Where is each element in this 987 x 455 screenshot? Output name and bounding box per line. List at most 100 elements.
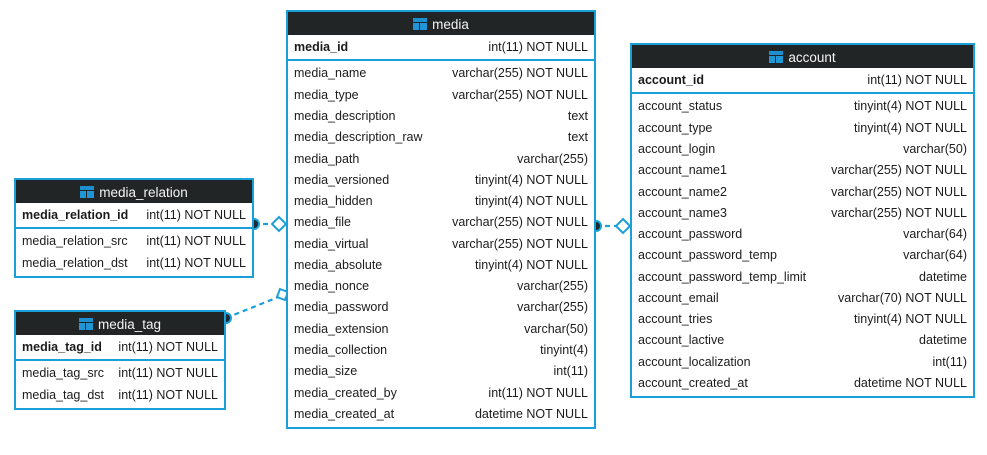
- column-type: varchar(255) NOT NULL: [831, 184, 967, 199]
- table-row: media_collection tinyint(4): [288, 340, 594, 361]
- column-name: media_path: [294, 151, 360, 166]
- column-type: int(11) NOT NULL: [488, 39, 588, 54]
- table-account[interactable]: account account_id int(11) NOT NULL acco…: [630, 43, 975, 398]
- column-type: varchar(255) NOT NULL: [831, 163, 967, 178]
- column-type: tinyint(4) NOT NULL: [475, 194, 588, 209]
- table-row: media_created_by int(11) NOT NULL: [288, 382, 594, 403]
- column-type: int(11) NOT NULL: [118, 366, 218, 381]
- column-type: datetime: [919, 269, 967, 284]
- table-media[interactable]: media media_id int(11) NOT NULL media_na…: [286, 10, 596, 429]
- table-media-header: media: [288, 12, 594, 35]
- column-type: text: [567, 108, 588, 123]
- table-row: account_password varchar(64): [632, 224, 973, 245]
- table-row: account_status tinyint(4) NOT NULL: [632, 96, 973, 117]
- table-media_relation-title: media_relation: [99, 184, 188, 200]
- table-account-columns: account_status tinyint(4) NOT NULL accoun…: [632, 94, 973, 396]
- table-account-header: account: [632, 45, 973, 68]
- table-row: media_relation_id int(11) NOT NULL: [16, 203, 252, 227]
- column-name: account_id: [638, 72, 704, 87]
- column-name: account_name2: [638, 184, 727, 199]
- column-type: varchar(64): [903, 227, 967, 242]
- table-media_tag-primary-key: media_tag_id int(11) NOT NULL: [16, 335, 224, 361]
- table-icon: [769, 51, 784, 63]
- column-type: datetime: [919, 333, 967, 348]
- column-name: media_hidden: [294, 194, 373, 209]
- column-name: media_virtual: [294, 236, 369, 251]
- column-type: int(11): [553, 364, 588, 379]
- column-name: account_login: [638, 141, 716, 156]
- column-type: varchar(255) NOT NULL: [452, 215, 588, 230]
- column-type: varchar(255): [517, 279, 588, 294]
- column-type: int(11) NOT NULL: [146, 255, 246, 270]
- table-row: media_tag_id int(11) NOT NULL: [16, 335, 224, 359]
- column-type: varchar(255): [517, 300, 588, 315]
- column-name: account_status: [638, 99, 723, 114]
- column-type: varchar(64): [903, 248, 967, 263]
- table-row: media_hidden tinyint(4) NOT NULL: [288, 191, 594, 212]
- table-row: media_relation_dst int(11) NOT NULL: [16, 252, 252, 273]
- column-name: media_description: [294, 108, 396, 123]
- column-type: tinyint(4) NOT NULL: [854, 120, 967, 135]
- table-media_relation-header: media_relation: [16, 180, 252, 203]
- table-row: media_type varchar(255) NOT NULL: [288, 84, 594, 105]
- column-name: account_name1: [638, 163, 727, 178]
- column-name: account_localization: [638, 354, 751, 369]
- column-type: int(11) NOT NULL: [488, 385, 588, 400]
- column-name: media_password: [294, 300, 389, 315]
- column-name: account_lactive: [638, 333, 725, 348]
- table-media_tag[interactable]: media_tag media_tag_id int(11) NOT NULL …: [14, 310, 226, 410]
- column-type: int(11) NOT NULL: [118, 339, 218, 354]
- column-name: account_email: [638, 290, 719, 305]
- table-media_relation[interactable]: media_relation media_relation_id int(11)…: [14, 178, 254, 278]
- relationship-media_tag-media: [220, 287, 290, 324]
- column-type: varchar(50): [524, 321, 588, 336]
- column-name: media_relation_dst: [22, 255, 128, 270]
- table-account-primary-key: account_id int(11) NOT NULL: [632, 68, 973, 94]
- column-name: media_created_by: [294, 385, 397, 400]
- table-media_tag-header: media_tag: [16, 312, 224, 335]
- column-type: tinyint(4) NOT NULL: [475, 257, 588, 272]
- column-type: tinyint(4): [540, 343, 588, 358]
- table-icon: [80, 186, 95, 198]
- table-row: media_virtual varchar(255) NOT NULL: [288, 233, 594, 254]
- column-type: int(11) NOT NULL: [867, 72, 967, 87]
- table-row: media_password varchar(255): [288, 297, 594, 318]
- column-name: media_size: [294, 364, 358, 379]
- column-name: media_collection: [294, 343, 388, 358]
- table-row: account_name3 varchar(255) NOT NULL: [632, 202, 973, 223]
- column-name: media_versioned: [294, 172, 390, 187]
- table-row: account_id int(11) NOT NULL: [632, 68, 973, 92]
- column-name: account_tries: [638, 312, 713, 327]
- column-name: account_password: [638, 227, 743, 242]
- table-media_relation-primary-key: media_relation_id int(11) NOT NULL: [16, 203, 252, 229]
- column-type: tinyint(4) NOT NULL: [854, 99, 967, 114]
- column-name: media_relation_src: [22, 234, 128, 249]
- relationship-media_relation-media: [248, 215, 288, 233]
- column-name: media_description_raw: [294, 130, 423, 145]
- column-type: varchar(50): [903, 141, 967, 156]
- column-type: varchar(255) NOT NULL: [452, 236, 588, 251]
- column-name: account_name3: [638, 205, 727, 220]
- table-media-title: media: [432, 16, 469, 32]
- column-type: int(11) NOT NULL: [146, 207, 246, 222]
- column-type: varchar(255) NOT NULL: [831, 205, 967, 220]
- column-name: media_type: [294, 87, 359, 102]
- column-name: media_tag_dst: [22, 387, 105, 402]
- column-type: varchar(255) NOT NULL: [452, 87, 588, 102]
- column-name: media_file: [294, 215, 351, 230]
